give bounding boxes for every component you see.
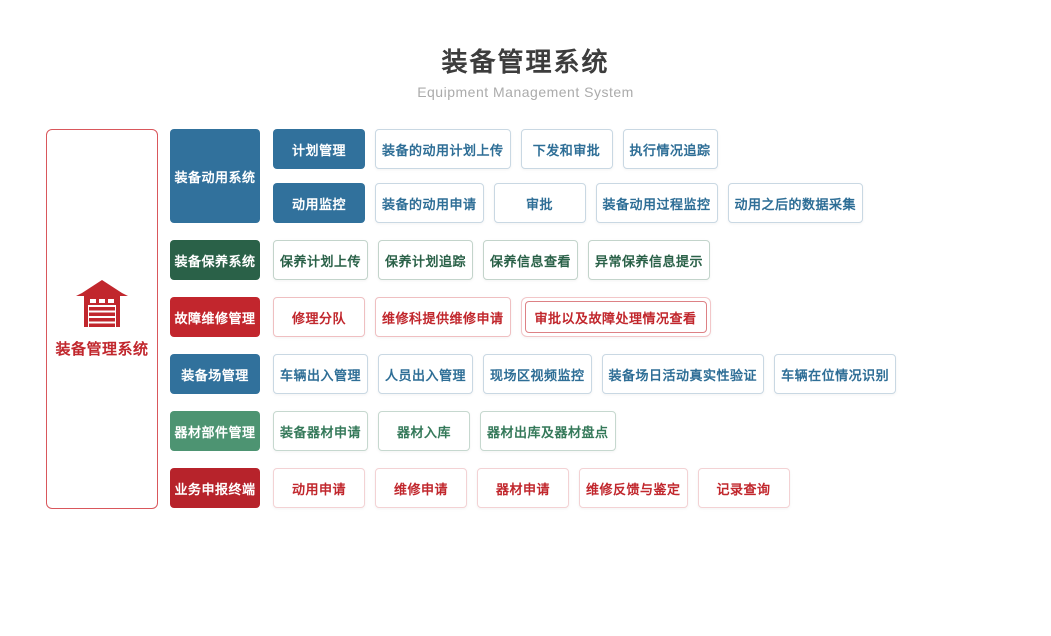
row-fault-repair: 修理分队 维修科提供维修申请 审批以及故障处理情况查看 <box>273 297 711 337</box>
section-equipment-mobilization: 装备动用系统 计划管理 装备的动用计划上传 下发和审批 执行情况追踪 动用监控 … <box>170 129 896 223</box>
subcategory-plan-management: 计划管理 <box>273 129 365 169</box>
row-parts-management: 装备器材申请 器材入库 器材出库及器材盘点 <box>273 411 616 451</box>
row-maintenance: 保养计划上传 保养计划追踪 保养信息查看 异常保养信息提示 <box>273 240 711 280</box>
category-business-terminal: 业务申报终端 <box>170 468 260 508</box>
category-parts-management: 器材部件管理 <box>170 411 260 451</box>
feature-item: 执行情况追踪 <box>622 129 718 169</box>
page-title: 装备管理系统 <box>441 47 610 77</box>
feature-item: 审批以及故障处理情况查看 <box>524 301 707 333</box>
feature-item: 装备的动用申请 <box>375 183 484 223</box>
section-equipment-yard: 装备场管理 车辆出入管理 人员出入管理 现场区视频监控 装备场日活动真实性验证 … <box>170 354 897 394</box>
feature-item: 动用之后的数据采集 <box>727 183 864 223</box>
system-map: 装备动用系统 计划管理 装备的动用计划上传 下发和审批 执行情况追踪 动用监控 … <box>170 129 897 508</box>
feature-item: 现场区视频监控 <box>483 354 592 394</box>
feature-item: 保养计划追踪 <box>378 240 474 280</box>
row-usage-monitoring: 动用监控 装备的动用申请 审批 装备动用过程监控 动用之后的数据采集 <box>273 183 864 223</box>
feature-item: 动用申请 <box>273 468 365 508</box>
garage-icon <box>76 279 128 327</box>
row-equipment-yard: 车辆出入管理 人员出入管理 现场区视频监控 装备场日活动真实性验证 车辆在位情况… <box>273 354 897 394</box>
feature-item: 器材入库 <box>378 411 471 451</box>
feature-item: 保养信息查看 <box>483 240 579 280</box>
section-maintenance-system: 装备保养系统 保养计划上传 保养计划追踪 保养信息查看 异常保养信息提示 <box>170 240 896 280</box>
section-parts-management: 器材部件管理 装备器材申请 器材入库 器材出库及器材盘点 <box>170 411 896 451</box>
feature-item: 装备场日活动真实性验证 <box>601 354 765 394</box>
feature-item: 维修科提供维修申请 <box>375 297 511 337</box>
page-subtitle: Equipment Management System <box>417 84 634 100</box>
category-equipment-yard: 装备场管理 <box>170 354 260 394</box>
category-maintenance-system: 装备保养系统 <box>170 240 260 280</box>
row-plan-management: 计划管理 装备的动用计划上传 下发和审批 执行情况追踪 <box>273 129 863 169</box>
feature-item: 装备的动用计划上传 <box>375 129 511 169</box>
feature-item: 记录查询 <box>697 468 790 508</box>
subcategory-usage-monitoring: 动用监控 <box>273 183 365 223</box>
feature-item: 维修申请 <box>375 468 467 508</box>
feature-item: 保养计划上传 <box>273 240 369 280</box>
feature-item: 车辆出入管理 <box>273 354 369 394</box>
category-fault-repair: 故障维修管理 <box>170 297 260 337</box>
feature-item: 器材出库及器材盘点 <box>480 411 616 451</box>
feature-item: 装备动用过程监控 <box>595 183 718 223</box>
feature-item: 车辆在位情况识别 <box>774 354 897 394</box>
feature-item-nested: 审批以及故障处理情况查看 <box>520 297 711 337</box>
row-business-terminal: 动用申请 维修申请 器材申请 维修反馈与鉴定 记录查询 <box>273 468 790 508</box>
section-fault-repair: 故障维修管理 修理分队 维修科提供维修申请 审批以及故障处理情况查看 <box>170 297 896 337</box>
root-system-label: 装备管理系统 <box>55 340 149 358</box>
mobilization-rows: 计划管理 装备的动用计划上传 下发和审批 执行情况追踪 动用监控 装备的动用申请… <box>273 129 864 223</box>
feature-item: 下发和审批 <box>520 129 613 169</box>
feature-item: 人员出入管理 <box>378 354 474 394</box>
root-system-card: 装备管理系统 <box>46 129 158 509</box>
feature-item: 装备器材申请 <box>273 411 369 451</box>
section-business-terminal: 业务申报终端 动用申请 维修申请 器材申请 维修反馈与鉴定 记录查询 <box>170 468 896 508</box>
category-equipment-mobilization: 装备动用系统 <box>170 129 260 223</box>
feature-item: 器材申请 <box>477 468 569 508</box>
feature-item: 异常保养信息提示 <box>588 240 711 280</box>
feature-item: 审批 <box>493 183 586 223</box>
feature-item: 修理分队 <box>273 297 365 337</box>
feature-item: 维修反馈与鉴定 <box>579 468 688 508</box>
